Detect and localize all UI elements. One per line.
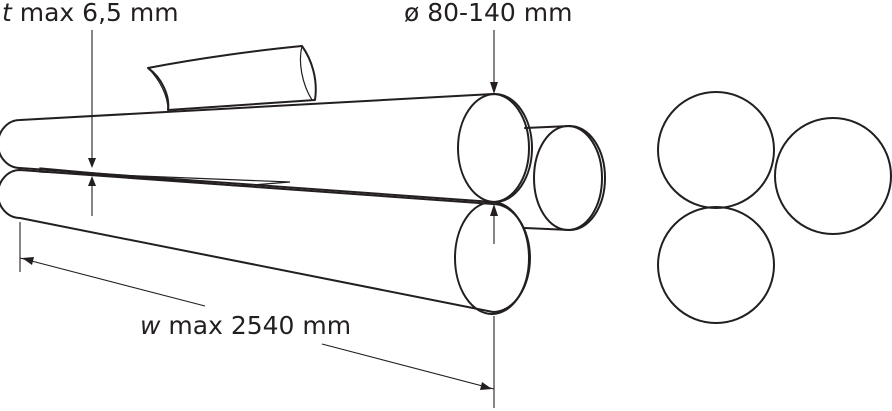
end-view <box>657 91 892 324</box>
end-view-circle-right <box>774 117 892 235</box>
tube-top <box>0 93 533 203</box>
wrap-sheet <box>147 45 317 111</box>
end-view-circle-top-left <box>657 91 775 209</box>
width-label: w max 2540 mm <box>140 311 351 340</box>
tube-rear-right <box>524 125 606 231</box>
sheet-between-tubes <box>39 167 291 187</box>
diameter-dimension <box>490 30 498 244</box>
tube-bottom <box>0 169 531 315</box>
end-view-circle-bottom-left <box>657 206 775 324</box>
width-dimension <box>19 222 495 408</box>
thickness-dimension <box>88 30 96 216</box>
thickness-label: t max 6,5 mm <box>2 0 179 27</box>
diameter-label: ø 80-140 mm <box>404 0 572 27</box>
